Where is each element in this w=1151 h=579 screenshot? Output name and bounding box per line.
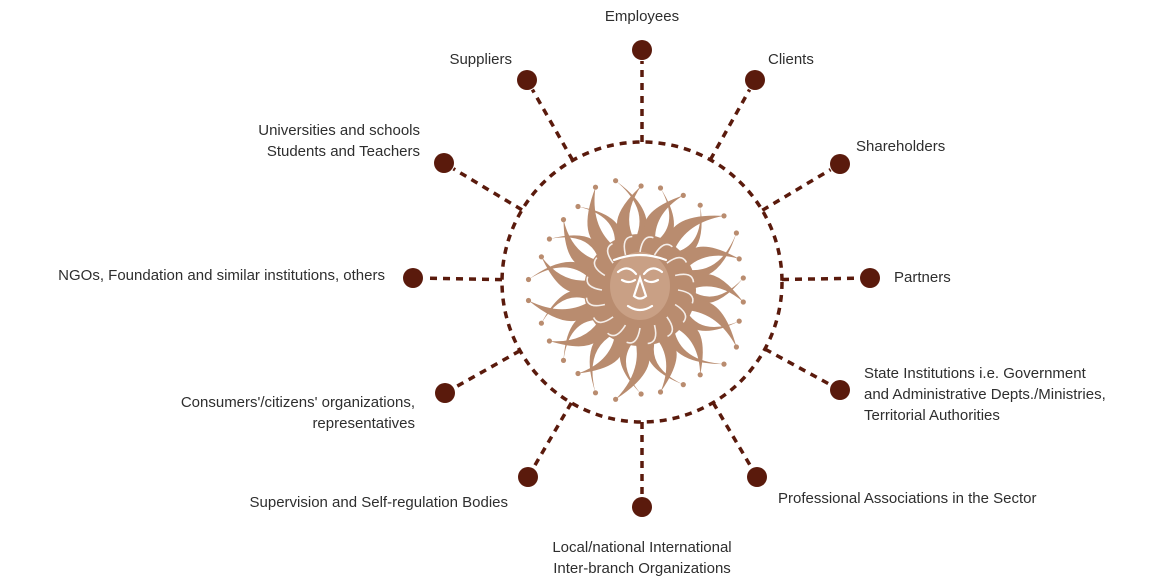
node-clients bbox=[745, 70, 765, 90]
connector-shareholders bbox=[761, 168, 832, 212]
connector-state-institutions bbox=[764, 347, 832, 387]
label-partners: Partners bbox=[894, 269, 951, 286]
node-employees bbox=[632, 40, 652, 60]
label-shareholders: Shareholders bbox=[856, 138, 946, 155]
node-suppliers bbox=[517, 70, 537, 90]
label-suppliers: Suppliers bbox=[449, 51, 512, 68]
connector-ngos bbox=[423, 276, 503, 282]
node-professional-associations bbox=[747, 467, 767, 487]
label-professional-associations: Professional Associations in the Sector bbox=[778, 490, 1037, 507]
label-supervision-bodies: Supervision and Self-regulation Bodies bbox=[249, 494, 509, 511]
connector-professional-associations bbox=[711, 401, 753, 469]
node-inter-branch-organizations bbox=[632, 497, 652, 517]
node-state-institutions bbox=[830, 380, 850, 400]
lion-sun-emblem-icon bbox=[525, 178, 746, 402]
label-universities: Universities and schools Students and Te… bbox=[258, 122, 420, 160]
connector-partners bbox=[781, 276, 860, 282]
node-supervision-bodies bbox=[518, 467, 538, 487]
node-ngos bbox=[403, 268, 423, 288]
connector-clients bbox=[708, 88, 752, 161]
label-clients: Clients bbox=[768, 51, 814, 68]
label-consumers-organizations: Consumers'/citizens' organizations, repr… bbox=[180, 394, 415, 432]
connector-universities bbox=[452, 167, 523, 212]
connector-supervision-bodies bbox=[532, 402, 573, 469]
node-shareholders bbox=[830, 154, 850, 174]
label-ngos: NGOs, Foundation and similar institution… bbox=[58, 267, 385, 284]
node-consumers-organizations bbox=[435, 383, 455, 403]
node-universities bbox=[434, 153, 454, 173]
node-partners bbox=[860, 268, 880, 288]
label-state-institutions: State Institutions i.e. Government and A… bbox=[864, 365, 1106, 424]
connector-suppliers bbox=[530, 88, 575, 162]
connector-consumers-organizations bbox=[453, 349, 521, 390]
dashed-ring bbox=[500, 140, 784, 424]
label-employees: Employees bbox=[604, 8, 680, 25]
label-inter-branch-organizations: Local/national International Inter-branc… bbox=[552, 539, 732, 577]
